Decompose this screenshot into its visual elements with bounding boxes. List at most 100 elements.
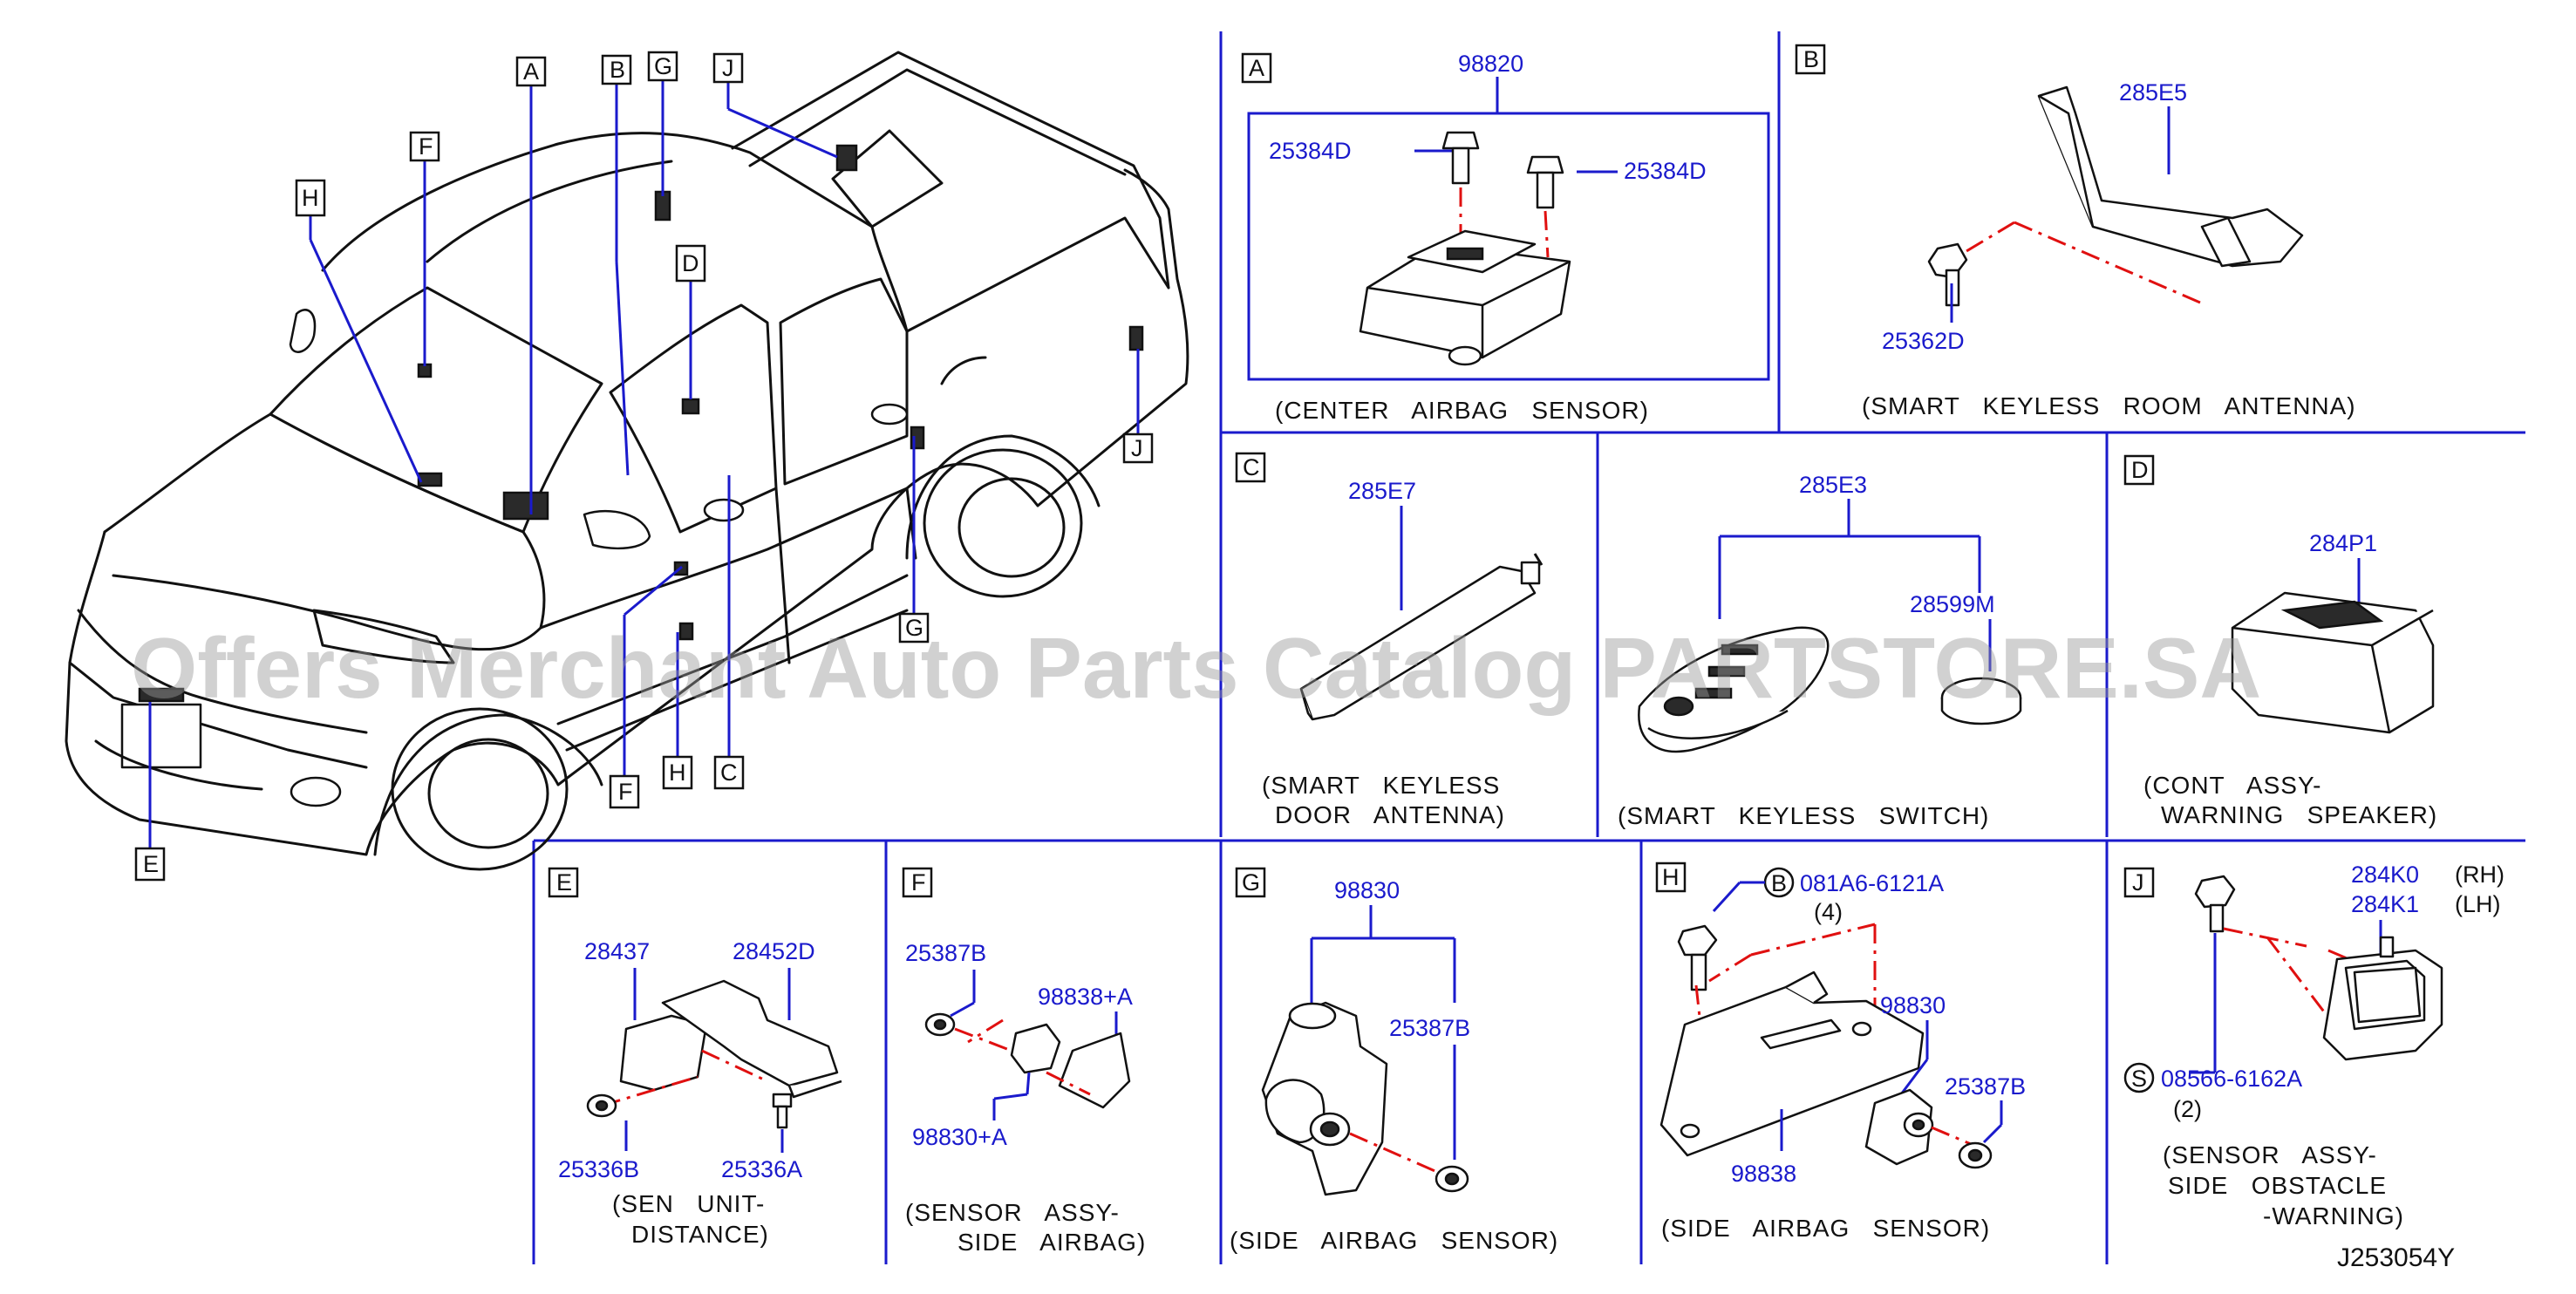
panel-f-caption-line1: (SENSOR ASSY- bbox=[905, 1199, 1120, 1226]
panel-e-letter: E bbox=[556, 869, 572, 896]
keyless-fob bbox=[1638, 626, 1830, 753]
panel-j-caption-line1: (SENSOR ASSY- bbox=[2163, 1141, 2377, 1168]
panel-h-letter: H bbox=[1662, 864, 1680, 890]
panel-j-caption-line2: SIDE OBSTACLE bbox=[2168, 1172, 2387, 1199]
screw-symbol-s: S bbox=[2131, 1066, 2147, 1092]
sensor-bracket-98838 bbox=[1659, 970, 1925, 1157]
nut-25387b-f bbox=[924, 1012, 956, 1037]
svg-text:B: B bbox=[610, 57, 625, 83]
svg-text:J: J bbox=[1131, 435, 1143, 461]
panel-a-letter: A bbox=[1249, 55, 1264, 81]
screw-symbol-circle bbox=[2123, 1062, 2155, 1093]
part-28437: 28437 bbox=[584, 938, 650, 964]
part-28599m: 28599M bbox=[1910, 591, 1995, 617]
overview-label-e: E bbox=[134, 847, 166, 882]
svg-text:F: F bbox=[419, 133, 433, 160]
panel-h-side-airbag-sensor: H B 081A6-6121A (4) 98830 2538 bbox=[1655, 862, 2026, 1242]
part-284k0-side: (RH) bbox=[2455, 862, 2504, 888]
panel-e-distance-sensor: E 28437 28452D 25336B 25336A (SEN UNIT- … bbox=[548, 867, 842, 1248]
part-285e3: 285E3 bbox=[1799, 472, 1867, 498]
distance-sensor-unit bbox=[619, 979, 842, 1099]
side-airbag-sensor-small bbox=[1010, 1023, 1131, 1109]
part-08566-6162a: 08566-6162A bbox=[2161, 1066, 2302, 1092]
overview-label-h-bottom: H bbox=[662, 755, 693, 790]
panel-a-letter-box bbox=[1241, 52, 1272, 84]
part-25387b-h: 25387B bbox=[1945, 1073, 2026, 1100]
panel-g-caption: (SIDE AIRBAG SENSOR) bbox=[1230, 1227, 1558, 1254]
side-airbag-sensor-h bbox=[1864, 1088, 1934, 1166]
panel-j-caption-line3: -WARNING) bbox=[2263, 1202, 2404, 1229]
panel-c-caption-line2: DOOR ANTENNA) bbox=[1275, 801, 1505, 828]
part-25362d: 25362D bbox=[1882, 328, 1965, 354]
truck-overview-drawing bbox=[65, 51, 1189, 871]
part-081a6-quantity: (4) bbox=[1814, 899, 1843, 925]
nut-25336b bbox=[586, 1093, 617, 1118]
overview-label-j-bottom: J bbox=[1122, 432, 1154, 464]
part-25336b: 25336B bbox=[558, 1156, 639, 1182]
diagram-id: J253054Y bbox=[2337, 1243, 2455, 1272]
svg-text:E: E bbox=[143, 851, 159, 877]
part-284p1: 284P1 bbox=[2309, 530, 2377, 556]
part-98838-a: 98838+A bbox=[1038, 984, 1133, 1010]
part-98820: 98820 bbox=[1458, 51, 1523, 77]
panel-keyless-switch-caption: (SMART KEYLESS SWITCH) bbox=[1618, 802, 1989, 829]
bolt-081a6-6121a bbox=[1677, 924, 1718, 991]
screw-08566-6162a bbox=[2194, 875, 2236, 933]
overview-leader-lines bbox=[148, 80, 1140, 848]
part-285e7: 285E7 bbox=[1348, 478, 1416, 504]
part-081a6-6121a: 081A6-6121A bbox=[1800, 870, 1944, 896]
panel-j-letter: J bbox=[2132, 869, 2144, 896]
panel-c-door-antenna: C 285E7 (SMART KEYLESS DOOR ANTENNA) bbox=[1235, 452, 1544, 828]
panel-d-caption-line2: WARNING SPEAKER) bbox=[2161, 801, 2437, 828]
panel-f-side-airbag-sensor: F 25387B 98838+A 98830+A (SENSOR ASSY- S… bbox=[902, 867, 1145, 1256]
overview-label-g-top: G bbox=[647, 51, 678, 82]
door-antenna-bar bbox=[1299, 553, 1544, 721]
svg-text:C: C bbox=[720, 759, 738, 786]
part-25387b: 25387B bbox=[905, 940, 986, 966]
part-98830-h: 98830 bbox=[1880, 992, 1946, 1018]
panel-keyless-switch: 285E3 28599M (SMART KEYLESS SWITCH) bbox=[1618, 472, 2022, 829]
overview-label-j-top: J bbox=[712, 52, 744, 84]
panel-e-caption-line2: DISTANCE) bbox=[631, 1221, 769, 1248]
panel-j-obstacle-warning-sensor: J 284K0 (RH) 284K1 (LH) S 08566-6162A (2… bbox=[2123, 862, 2504, 1229]
bolt-25384d-left bbox=[1441, 131, 1480, 185]
nut-25387b-h bbox=[1958, 1141, 1993, 1169]
part-284k0: 284K0 bbox=[2351, 862, 2419, 888]
panel-g-letter: G bbox=[1242, 869, 1260, 896]
part-25336a: 25336A bbox=[721, 1156, 802, 1182]
overview-label-d: D bbox=[675, 244, 706, 283]
svg-text:H: H bbox=[669, 759, 686, 786]
part-28452d: 28452D bbox=[733, 938, 815, 964]
nut-25387b-g bbox=[1435, 1165, 1469, 1193]
svg-text:J: J bbox=[722, 55, 734, 81]
overview-label-f-bottom: F bbox=[609, 774, 640, 809]
part-285e5: 285E5 bbox=[2119, 79, 2187, 106]
overview-label-g-bottom: G bbox=[898, 612, 930, 644]
room-antenna-bracket bbox=[2037, 85, 2304, 268]
panel-c-letter: C bbox=[1243, 454, 1260, 480]
assembly-frame bbox=[1247, 112, 1770, 381]
part-08566-quantity: (2) bbox=[2173, 1096, 2202, 1122]
panel-d-letter: D bbox=[2131, 457, 2149, 483]
panel-c-caption-line1: (SMART KEYLESS bbox=[1262, 772, 1500, 799]
part-284k1-side: (LH) bbox=[2455, 891, 2501, 917]
overview-label-a: A bbox=[515, 56, 547, 87]
panel-d-caption-line1: (CONT ASSY- bbox=[2143, 772, 2321, 799]
panel-b-room-antenna: B 285E5 25362D (SMART KEYLESS ROOM ANTEN… bbox=[1795, 44, 2356, 419]
part-284k1: 284K1 bbox=[2351, 891, 2419, 917]
center-airbag-sensor-unit bbox=[1359, 229, 1571, 366]
svg-text:F: F bbox=[618, 779, 633, 805]
overview-label-b: B bbox=[601, 54, 632, 85]
panel-b-caption: (SMART KEYLESS ROOM ANTENNA) bbox=[1862, 392, 2356, 419]
svg-text:A: A bbox=[523, 58, 539, 85]
panel-f-letter: F bbox=[911, 869, 926, 896]
panel-a-center-airbag-sensor: A 98820 25384D 25384D (CENTER AIRBAG bbox=[1241, 51, 1770, 424]
part-98830-g: 98830 bbox=[1334, 877, 1400, 903]
panel-e-caption-line1: (SEN UNIT- bbox=[612, 1190, 765, 1217]
svg-text:G: G bbox=[654, 53, 672, 79]
coin-battery bbox=[1940, 677, 2022, 725]
part-98838-h: 98838 bbox=[1731, 1161, 1796, 1187]
panel-g-side-airbag-sensor: G 98830 25387B (SIDE AIRBAG SENSOR) bbox=[1230, 867, 1558, 1254]
svg-text:H: H bbox=[302, 185, 319, 211]
